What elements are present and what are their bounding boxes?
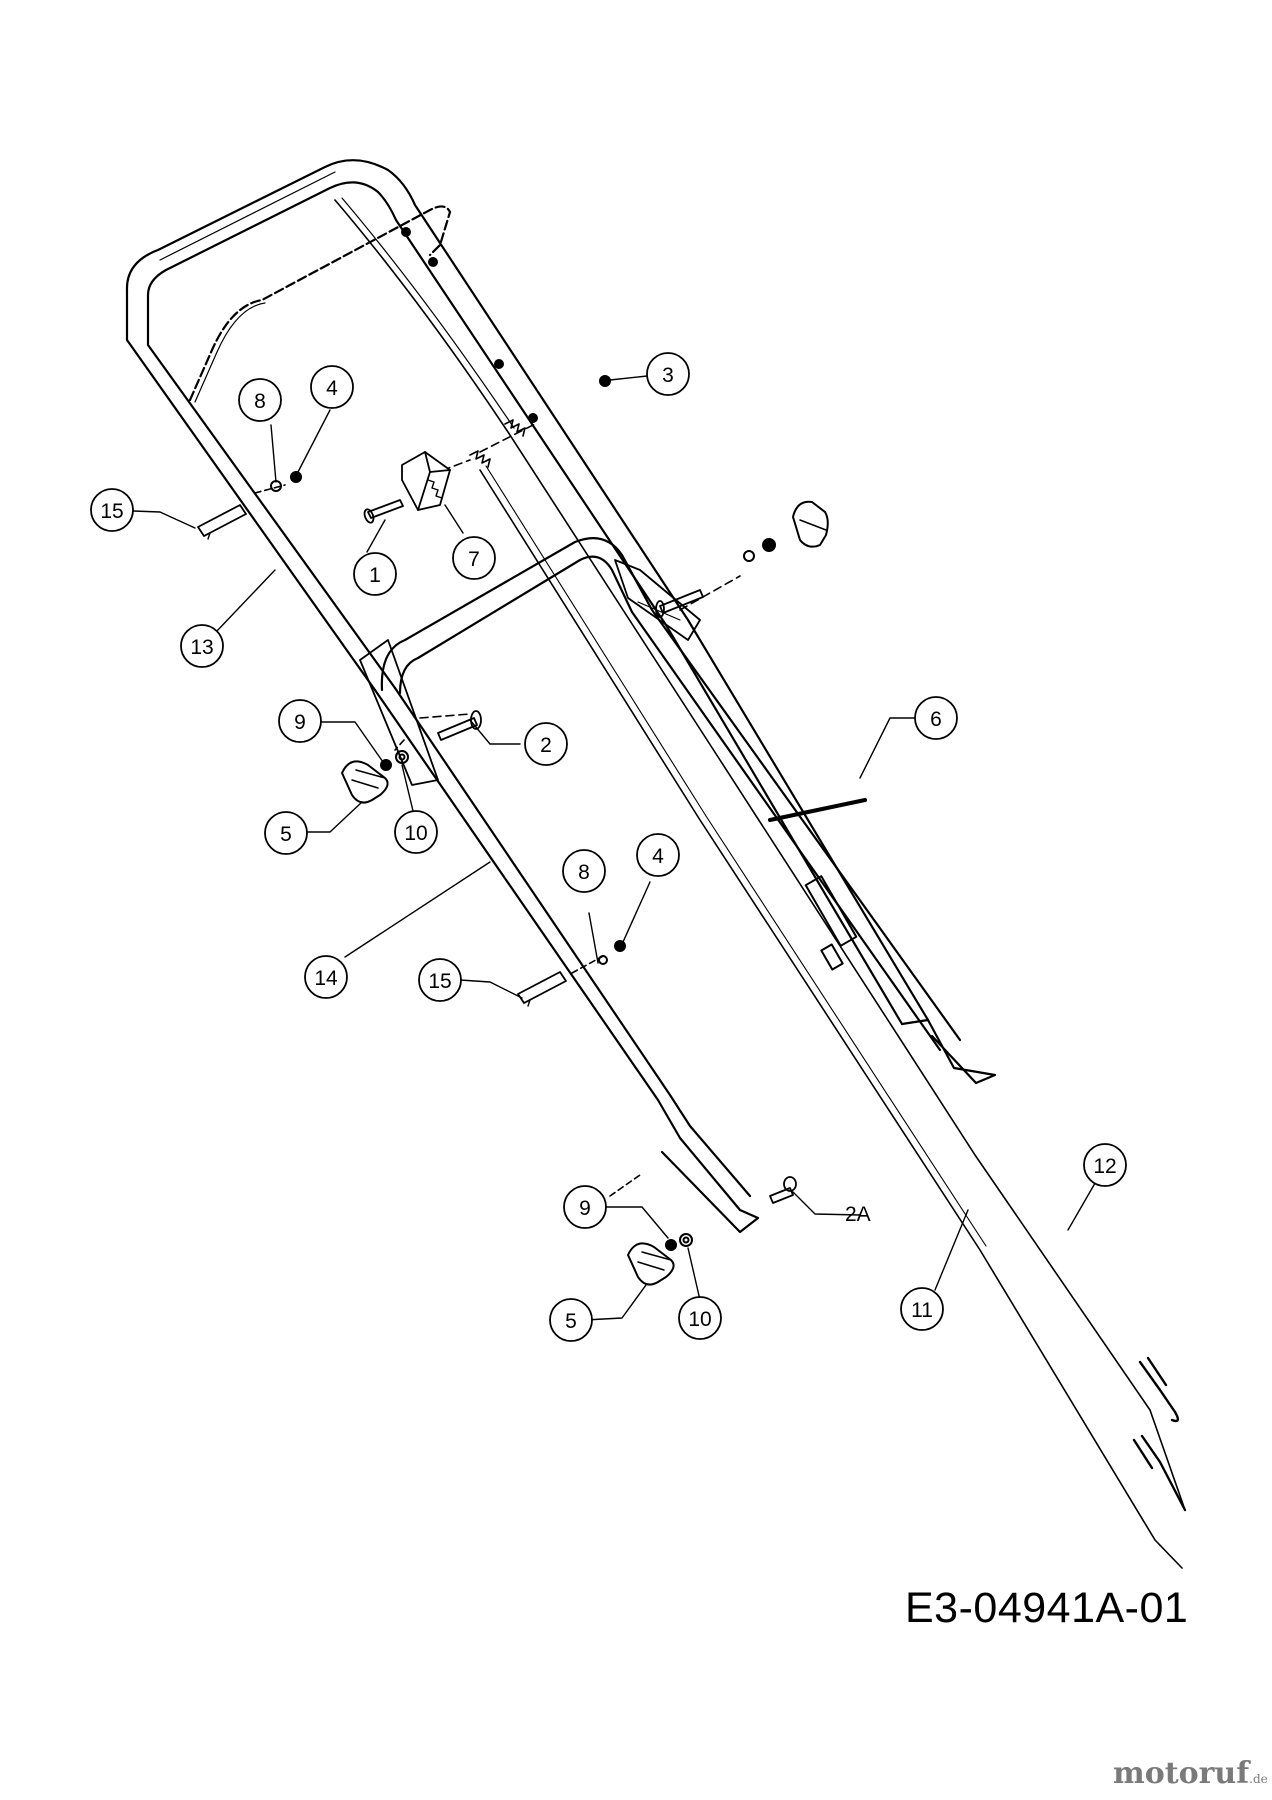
callout-10-upper: 10 (394, 810, 438, 854)
bolt-2a (769, 1176, 797, 1204)
cable-guide-7 (401, 451, 451, 511)
leader-lines (132, 375, 1099, 1321)
cable-11-end-fitting (1132, 1434, 1187, 1512)
svg-text:14: 14 (314, 967, 338, 990)
callout-15-lower: 15 (418, 958, 462, 1002)
callout-11: 11 (900, 1287, 944, 1331)
bolt-1 (363, 499, 404, 524)
svg-text:5: 5 (565, 1310, 577, 1333)
svg-text:15: 15 (428, 970, 451, 993)
upper-handle-13 (125, 159, 997, 1085)
svg-text:4: 4 (652, 845, 664, 868)
callout-4-upper: 4 (310, 365, 354, 409)
svg-text:2: 2 (540, 734, 552, 757)
callout-5-upper: 5 (264, 811, 308, 855)
svg-text:1: 1 (369, 564, 381, 587)
drawing-code: E3-04941A-01 (905, 1584, 1189, 1632)
callout-5-lower: 5 (549, 1298, 593, 1342)
callout-9-upper: 9 (278, 699, 322, 743)
svg-text:10: 10 (404, 822, 427, 845)
bolt-2 (437, 710, 482, 741)
cable-12-end-fitting (1138, 1356, 1180, 1423)
knob-right (792, 500, 829, 548)
callouts: 15 8 4 3 1 7 13 9 (90, 352, 1127, 1342)
svg-text:13: 13 (190, 636, 213, 659)
svg-text:7: 7 (468, 548, 480, 571)
svg-text:12: 12 (1093, 1155, 1116, 1178)
cable-11 (334, 199, 1186, 1511)
callout-1: 1 (353, 552, 397, 596)
cable-12-sheath (485, 465, 987, 1247)
callout-15-upper: 15 (90, 488, 134, 532)
callout-7: 7 (452, 536, 496, 580)
knob-5-lower (627, 1242, 675, 1286)
cable-12 (479, 469, 1183, 1569)
dashed-bail-wire (188, 205, 452, 402)
lower-handle-14 (373, 537, 962, 1234)
svg-text:5: 5 (280, 823, 292, 846)
label-2a: 2A (845, 1203, 871, 1226)
callout-13: 13 (180, 624, 224, 668)
callout-3: 3 (646, 352, 690, 396)
callout-8-lower: 8 (562, 849, 606, 893)
cable-spring-2 (469, 450, 491, 468)
svg-text:10: 10 (688, 1308, 711, 1331)
handle-assembly-drawing (125, 159, 1187, 1569)
callout-14: 14 (304, 955, 348, 999)
svg-text:4: 4 (326, 377, 338, 400)
washers-and-nuts (270, 227, 776, 1251)
callout-10-lower: 10 (678, 1296, 722, 1340)
svg-text:15: 15 (100, 500, 123, 523)
cable-adjuster-6 (768, 798, 867, 822)
cable-clip-15-lower (517, 971, 567, 1007)
svg-text:11: 11 (911, 1299, 933, 1322)
svg-text:9: 9 (294, 711, 306, 734)
svg-text:8: 8 (578, 861, 590, 884)
callout-2: 2 (524, 722, 568, 766)
callout-12: 12 (1083, 1143, 1127, 1187)
callout-6: 6 (914, 696, 958, 740)
cable-clip-15-upper (197, 504, 247, 540)
svg-text:3: 3 (662, 364, 674, 387)
cable-spring (504, 419, 526, 437)
svg-text:6: 6 (930, 708, 942, 731)
watermark-logo: motoruf.de (1113, 1756, 1268, 1791)
cable-11-sheath (341, 197, 515, 429)
callout-8-upper: 8 (238, 378, 282, 422)
svg-text:9: 9 (579, 1197, 591, 1220)
svg-text:8: 8 (254, 390, 266, 413)
handle-bolt-right (655, 589, 704, 618)
knob-5-upper (341, 760, 389, 804)
callout-4-lower: 4 (636, 833, 680, 877)
callout-9-lower: 9 (563, 1185, 607, 1229)
